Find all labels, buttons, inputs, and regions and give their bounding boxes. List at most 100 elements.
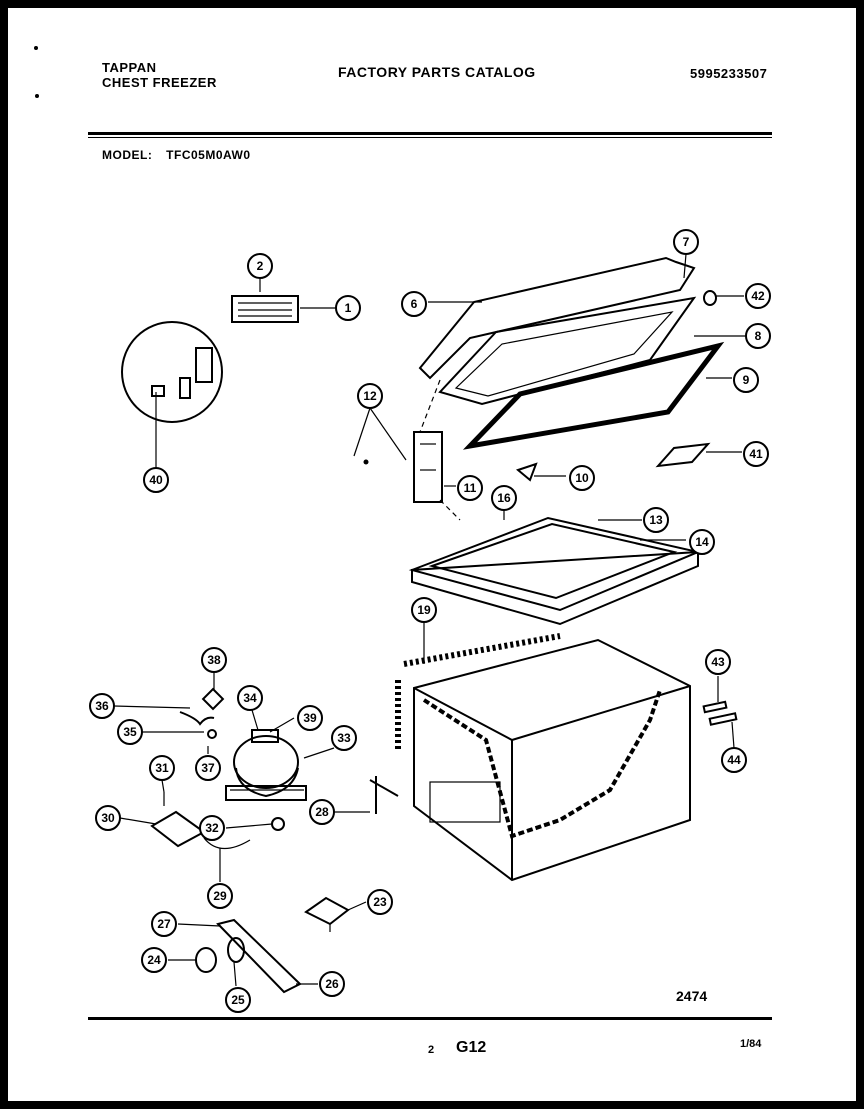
part-strips	[702, 700, 738, 726]
svg-text:35: 35	[123, 725, 137, 739]
svg-text:36: 36	[95, 699, 109, 713]
callout-38: 38	[201, 647, 227, 673]
exploded-parts-diagram: 1 2 6 7 8 9 10 11 12 13 14 16 19 23 24 2…	[89, 229, 771, 1013]
svg-text:11: 11	[464, 481, 477, 495]
callout-12: 12	[357, 383, 383, 409]
model-line: MODEL: TFC05M0AW0	[102, 148, 251, 162]
part-cabinet	[395, 633, 691, 882]
svg-text:33: 33	[337, 731, 351, 745]
part-compressor	[225, 729, 307, 801]
svg-text:42: 42	[751, 289, 765, 303]
part-relay	[179, 687, 225, 739]
callout-23: 23	[367, 889, 393, 915]
header-rule-thin	[88, 137, 772, 138]
svg-text:31: 31	[155, 761, 169, 775]
svg-text:14: 14	[695, 535, 709, 549]
svg-text:43: 43	[711, 655, 725, 669]
product-type: CHEST FREEZER	[102, 75, 217, 90]
parts-catalog-page: TAPPAN CHEST FREEZER FACTORY PARTS CATAL…	[8, 8, 856, 1101]
header-rule	[88, 132, 772, 135]
callout-32: 32	[199, 815, 225, 841]
part-screw	[515, 462, 538, 482]
svg-text:23: 23	[373, 895, 387, 909]
part-breaker-frame	[408, 516, 702, 626]
svg-text:16: 16	[497, 491, 511, 505]
svg-text:34: 34	[243, 691, 257, 705]
callout-43: 43	[705, 649, 731, 675]
part-grommet	[271, 817, 285, 831]
svg-text:12: 12	[363, 389, 377, 403]
callout-35: 35	[117, 719, 143, 745]
callout-19: 19	[411, 597, 437, 623]
svg-text:10: 10	[575, 471, 589, 485]
leader-lines	[113, 253, 746, 987]
part-lid-gasket	[462, 341, 725, 450]
part-detail-circle	[121, 321, 223, 423]
callout-25: 25	[225, 987, 251, 1013]
callout-26: 26	[319, 971, 345, 997]
callout-33: 33	[331, 725, 357, 751]
callout-14: 14	[689, 529, 715, 555]
part-lid-frame	[418, 256, 696, 380]
svg-text:39: 39	[303, 711, 317, 725]
svg-text:26: 26	[325, 977, 339, 991]
footer-rule	[88, 1017, 772, 1020]
brand-block: TAPPAN CHEST FREEZER	[102, 60, 217, 90]
callout-29: 29	[207, 883, 233, 909]
part-nameplate	[231, 295, 299, 323]
callout-2: 2	[247, 253, 273, 279]
part-thermostat	[304, 896, 350, 932]
model-label: MODEL:	[102, 148, 153, 162]
scan-speck	[34, 46, 38, 50]
part-drain	[369, 776, 399, 814]
svg-text:40: 40	[149, 473, 163, 487]
callout-13: 13	[643, 507, 669, 533]
callout-16: 16	[491, 485, 517, 511]
callout-30: 30	[95, 805, 121, 831]
svg-text:8: 8	[755, 329, 762, 343]
callout-7: 7	[673, 229, 699, 255]
part-lid-liner	[438, 296, 697, 406]
svg-text:30: 30	[101, 811, 115, 825]
scan-speck	[35, 94, 39, 98]
part-hinge	[363, 379, 461, 521]
part-card	[655, 442, 711, 468]
svg-text:7: 7	[683, 235, 690, 249]
callout-36: 36	[89, 693, 115, 719]
callout-9: 9	[733, 367, 759, 393]
callout-10: 10	[569, 465, 595, 491]
figure-number: 2474	[676, 988, 708, 1004]
callout-6: 6	[401, 291, 427, 317]
svg-text:44: 44	[727, 753, 741, 767]
page-number: 2	[428, 1044, 435, 1056]
svg-text:32: 32	[205, 821, 219, 835]
svg-text:29: 29	[213, 889, 227, 903]
callout-31: 31	[149, 755, 175, 781]
catalog-number: 5995233507	[690, 66, 768, 81]
callout-11: 11	[457, 475, 483, 501]
callout-8: 8	[745, 323, 771, 349]
section-code: G12	[456, 1039, 487, 1056]
callout-27: 27	[151, 911, 177, 937]
svg-text:37: 37	[201, 761, 215, 775]
part-plug	[703, 290, 717, 306]
svg-text:9: 9	[743, 373, 750, 387]
brand-name: TAPPAN	[102, 60, 157, 75]
svg-text:38: 38	[207, 653, 221, 667]
svg-text:25: 25	[231, 993, 245, 1007]
callout-39: 39	[297, 705, 323, 731]
callout-42: 42	[745, 283, 771, 309]
callout-41: 41	[743, 441, 769, 467]
svg-text:6: 6	[411, 297, 418, 311]
svg-text:24: 24	[147, 953, 161, 967]
model-number: TFC05M0AW0	[166, 148, 251, 162]
svg-text:2: 2	[257, 259, 264, 273]
callout-34: 34	[237, 685, 263, 711]
callout-1: 1	[335, 295, 361, 321]
svg-text:28: 28	[315, 805, 329, 819]
svg-text:1: 1	[345, 301, 352, 315]
svg-text:13: 13	[649, 513, 663, 527]
svg-text:41: 41	[749, 447, 763, 461]
part-control-plate	[195, 918, 302, 994]
revision-code: 1/84	[740, 1038, 762, 1050]
